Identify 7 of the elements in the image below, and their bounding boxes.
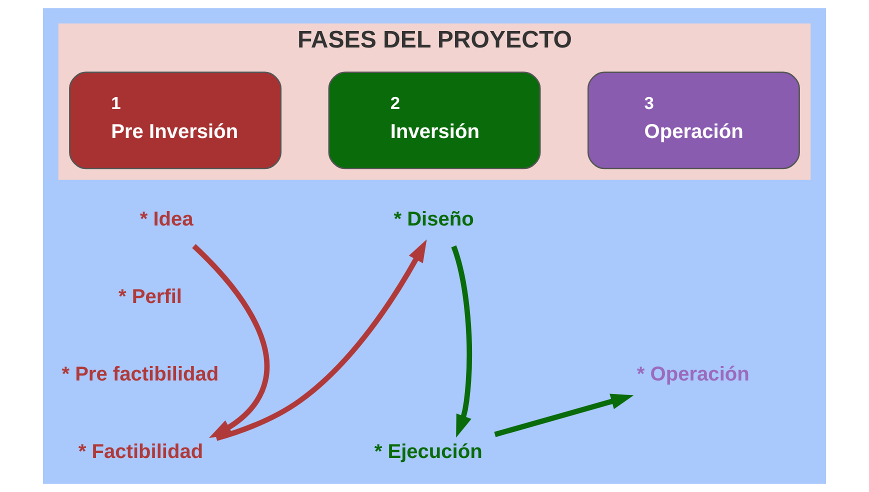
node-text: * Factibilidad — [78, 440, 204, 463]
node-text: * Operación — [636, 363, 750, 386]
node-text: * Perfil — [118, 286, 182, 308]
node-text: * Pre factibilidad — [62, 363, 219, 386]
node-text: * Idea — [140, 208, 194, 230]
node-text: * Diseño — [394, 208, 474, 230]
node-text: * Ejecución — [374, 440, 482, 463]
